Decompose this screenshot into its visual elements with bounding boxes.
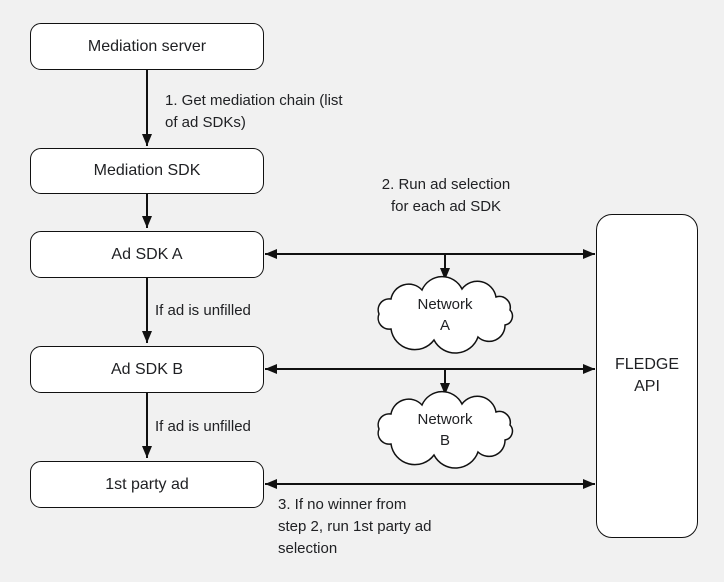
annotation-step3-line3: selection [278, 540, 338, 557]
cloud-network-a-label: Network A [374, 287, 516, 343]
annotation-step2-line1: 2. Run ad selection [381, 176, 511, 193]
cloud-network-b-line1: Network [417, 411, 473, 428]
annotation-step2-line2: for each ad SDK [390, 198, 502, 215]
box-ad-sdk-b-label: Ad SDK B [110, 360, 184, 378]
annotation-step3: 3. If no winner from step 2, run 1st par… [278, 494, 431, 560]
annotation-unfilled-a: If ad is unfilled [155, 302, 251, 319]
box-ad-sdk-a: Ad SDK A [30, 231, 264, 278]
annotation-step3-line1: 3. If no winner from [278, 496, 407, 513]
box-mediation-server: Mediation server [30, 23, 264, 70]
box-mediation-sdk: Mediation SDK [30, 148, 264, 194]
annotation-step1: 1. Get mediation chain (list of ad SDKs) [165, 90, 343, 134]
annotation-step1-line2: of ad SDKs) [165, 114, 246, 131]
cloud-network-b-line2: B [439, 432, 450, 449]
box-ad-sdk-a-label: Ad SDK A [111, 245, 183, 263]
annotation-step1-line1: 1. Get mediation chain (list [165, 92, 343, 109]
box-fledge-api: FLEDGE API [596, 214, 698, 538]
box-mediation-sdk-label: Mediation SDK [93, 162, 201, 179]
annotation-step2: 2. Run ad selection for each ad SDK [372, 174, 520, 218]
cloud-network-b-label: Network B [374, 402, 516, 458]
annotation-unfilled-b: If ad is unfilled [155, 418, 251, 435]
annotation-step3-line2: step 2, run 1st party ad [278, 518, 432, 535]
box-fledge-api-label-line2: API [634, 378, 660, 395]
box-first-party-ad-label: 1st party ad [105, 475, 189, 493]
box-mediation-server-label: Mediation server [87, 37, 207, 55]
cloud-network-a-line1: Network [417, 296, 473, 313]
box-first-party-ad: 1st party ad [30, 461, 264, 508]
cloud-network-a-line2: A [439, 317, 450, 334]
box-ad-sdk-b: Ad SDK B [30, 346, 264, 393]
box-fledge-api-label-line1: FLEDGE [614, 356, 679, 373]
